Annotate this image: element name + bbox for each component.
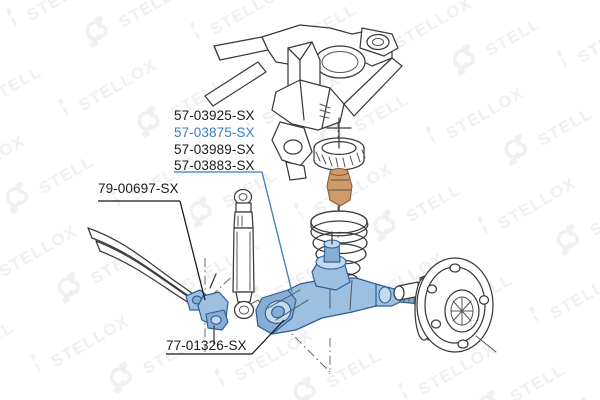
callout-57-03875-sx[interactable]: 57-03875-SX [174,124,255,140]
callout-79-00697-sx[interactable]: 79-00697-SX [98,181,179,196]
callout-57-03925-sx[interactable]: 57-03925-SX [174,108,255,123]
callout-57-03989-sx[interactable]: 57-03989-SX [174,141,255,157]
part-number-block: 57-03925-SX 57-03875-SX 57-03989-SX 57-0… [174,108,255,175]
callout-57-03883-sx[interactable]: 57-03883-SX [174,158,255,174]
callout-77-01326-sx[interactable]: 77-01326-SX [166,338,247,353]
